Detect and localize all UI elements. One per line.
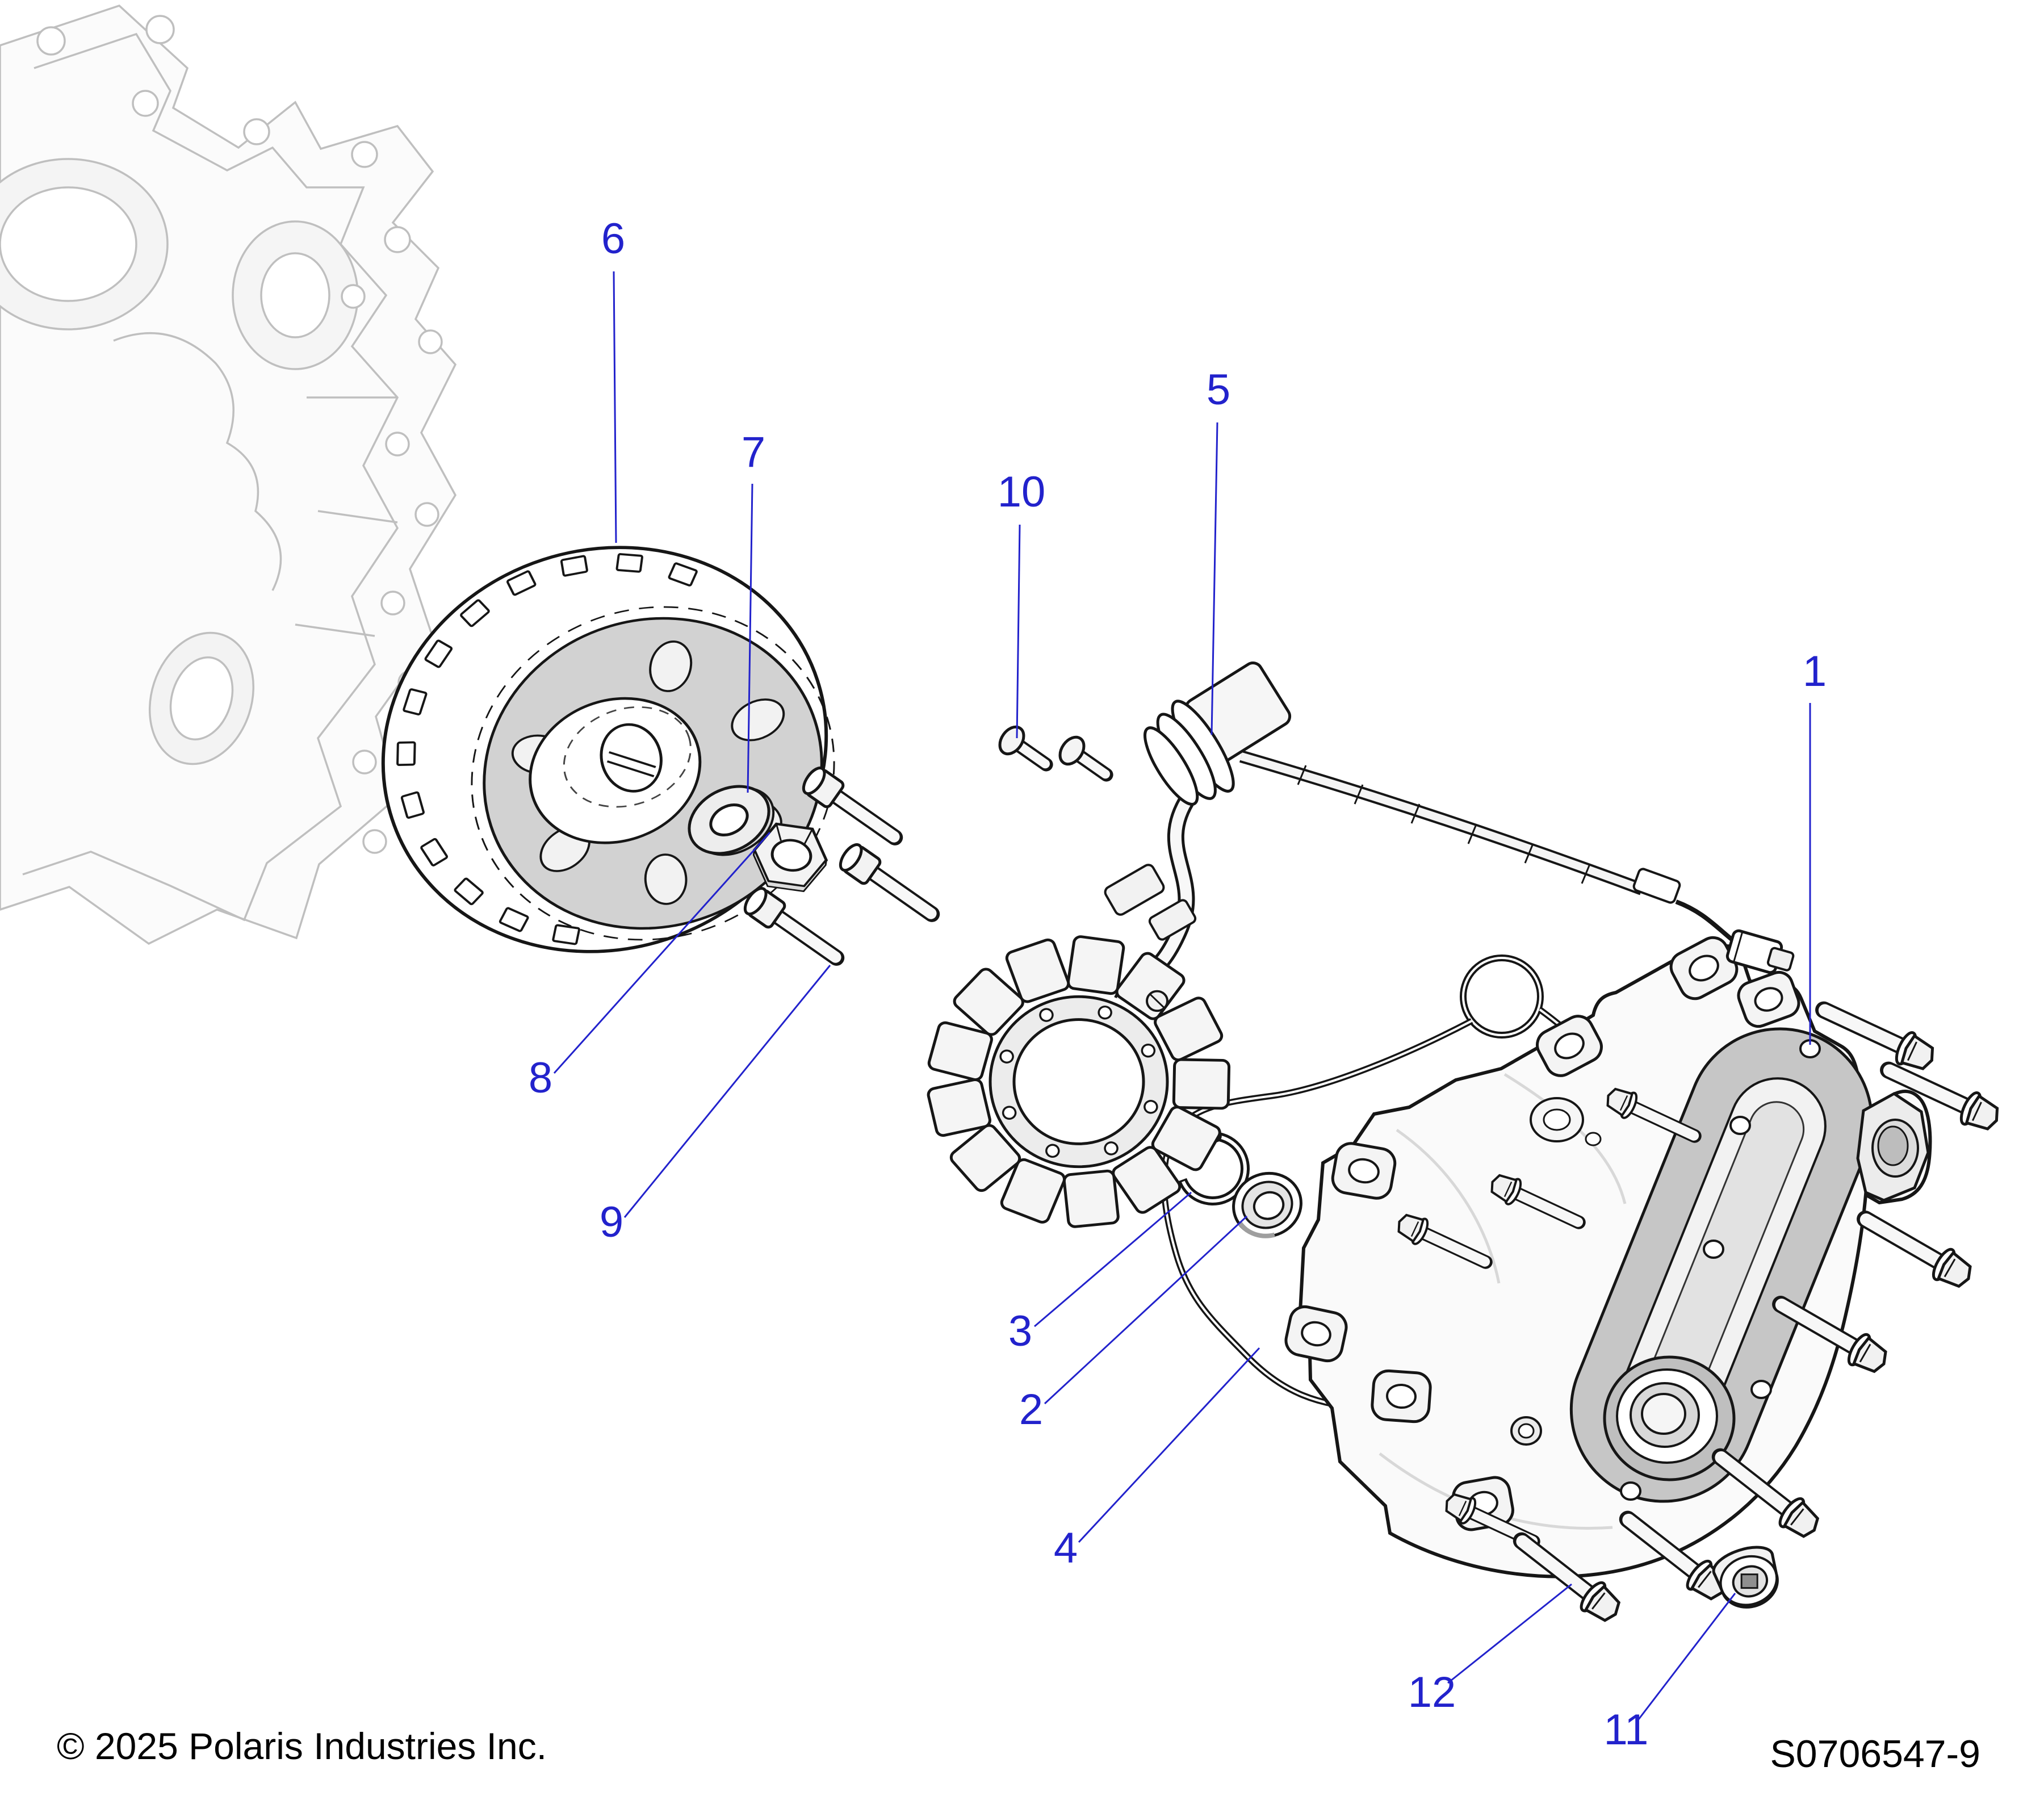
- crankcase-ghost-drawing: [0, 5, 457, 945]
- callout-label-4[interactable]: 4: [1054, 1524, 1078, 1572]
- callout-leader-9: [623, 965, 831, 1218]
- washer-drawing: [688, 785, 775, 856]
- callout-label-8[interactable]: 8: [529, 1054, 552, 1102]
- callout-label-7[interactable]: 7: [742, 428, 765, 476]
- callout-leader-12: [1447, 1583, 1572, 1684]
- callout-leader-8: [553, 831, 771, 1074]
- callout-leader-2: [1044, 1215, 1248, 1405]
- callout-leader-6: [613, 271, 617, 543]
- plug-drawing: [1712, 1546, 1779, 1609]
- copyright-text: © 2025 Polaris Industries Inc.: [57, 1725, 547, 1767]
- bearing-drawing: [1232, 1171, 1302, 1238]
- callout-label-11[interactable]: 11: [1604, 1706, 1649, 1754]
- callout-leader-10: [1016, 524, 1021, 739]
- stator-harness-drawing: [927, 662, 1795, 1228]
- callout-label-5[interactable]: 5: [1207, 366, 1230, 414]
- stator-cover-drawing: [1284, 936, 1932, 1579]
- nut-drawing: [752, 822, 828, 893]
- callout-leader-7: [747, 483, 753, 793]
- callout-label-12[interactable]: 12: [1408, 1668, 1456, 1716]
- stator-screws-drawing: [995, 722, 1115, 786]
- drawing-number-text: S0706547-9: [1770, 1732, 1980, 1776]
- callout-leader-4: [1078, 1347, 1260, 1543]
- callout-leader-11: [1637, 1593, 1736, 1720]
- callout-leader-5: [1211, 422, 1218, 735]
- callout-label-6[interactable]: 6: [601, 215, 625, 263]
- callout-label-1[interactable]: 1: [1803, 647, 1827, 696]
- callout-label-3[interactable]: 3: [1008, 1307, 1032, 1355]
- callout-label-10[interactable]: 10: [998, 468, 1046, 516]
- callout-label-2[interactable]: 2: [1019, 1385, 1043, 1434]
- callout-leader-3: [1034, 1191, 1192, 1328]
- callout-label-9[interactable]: 9: [600, 1198, 623, 1246]
